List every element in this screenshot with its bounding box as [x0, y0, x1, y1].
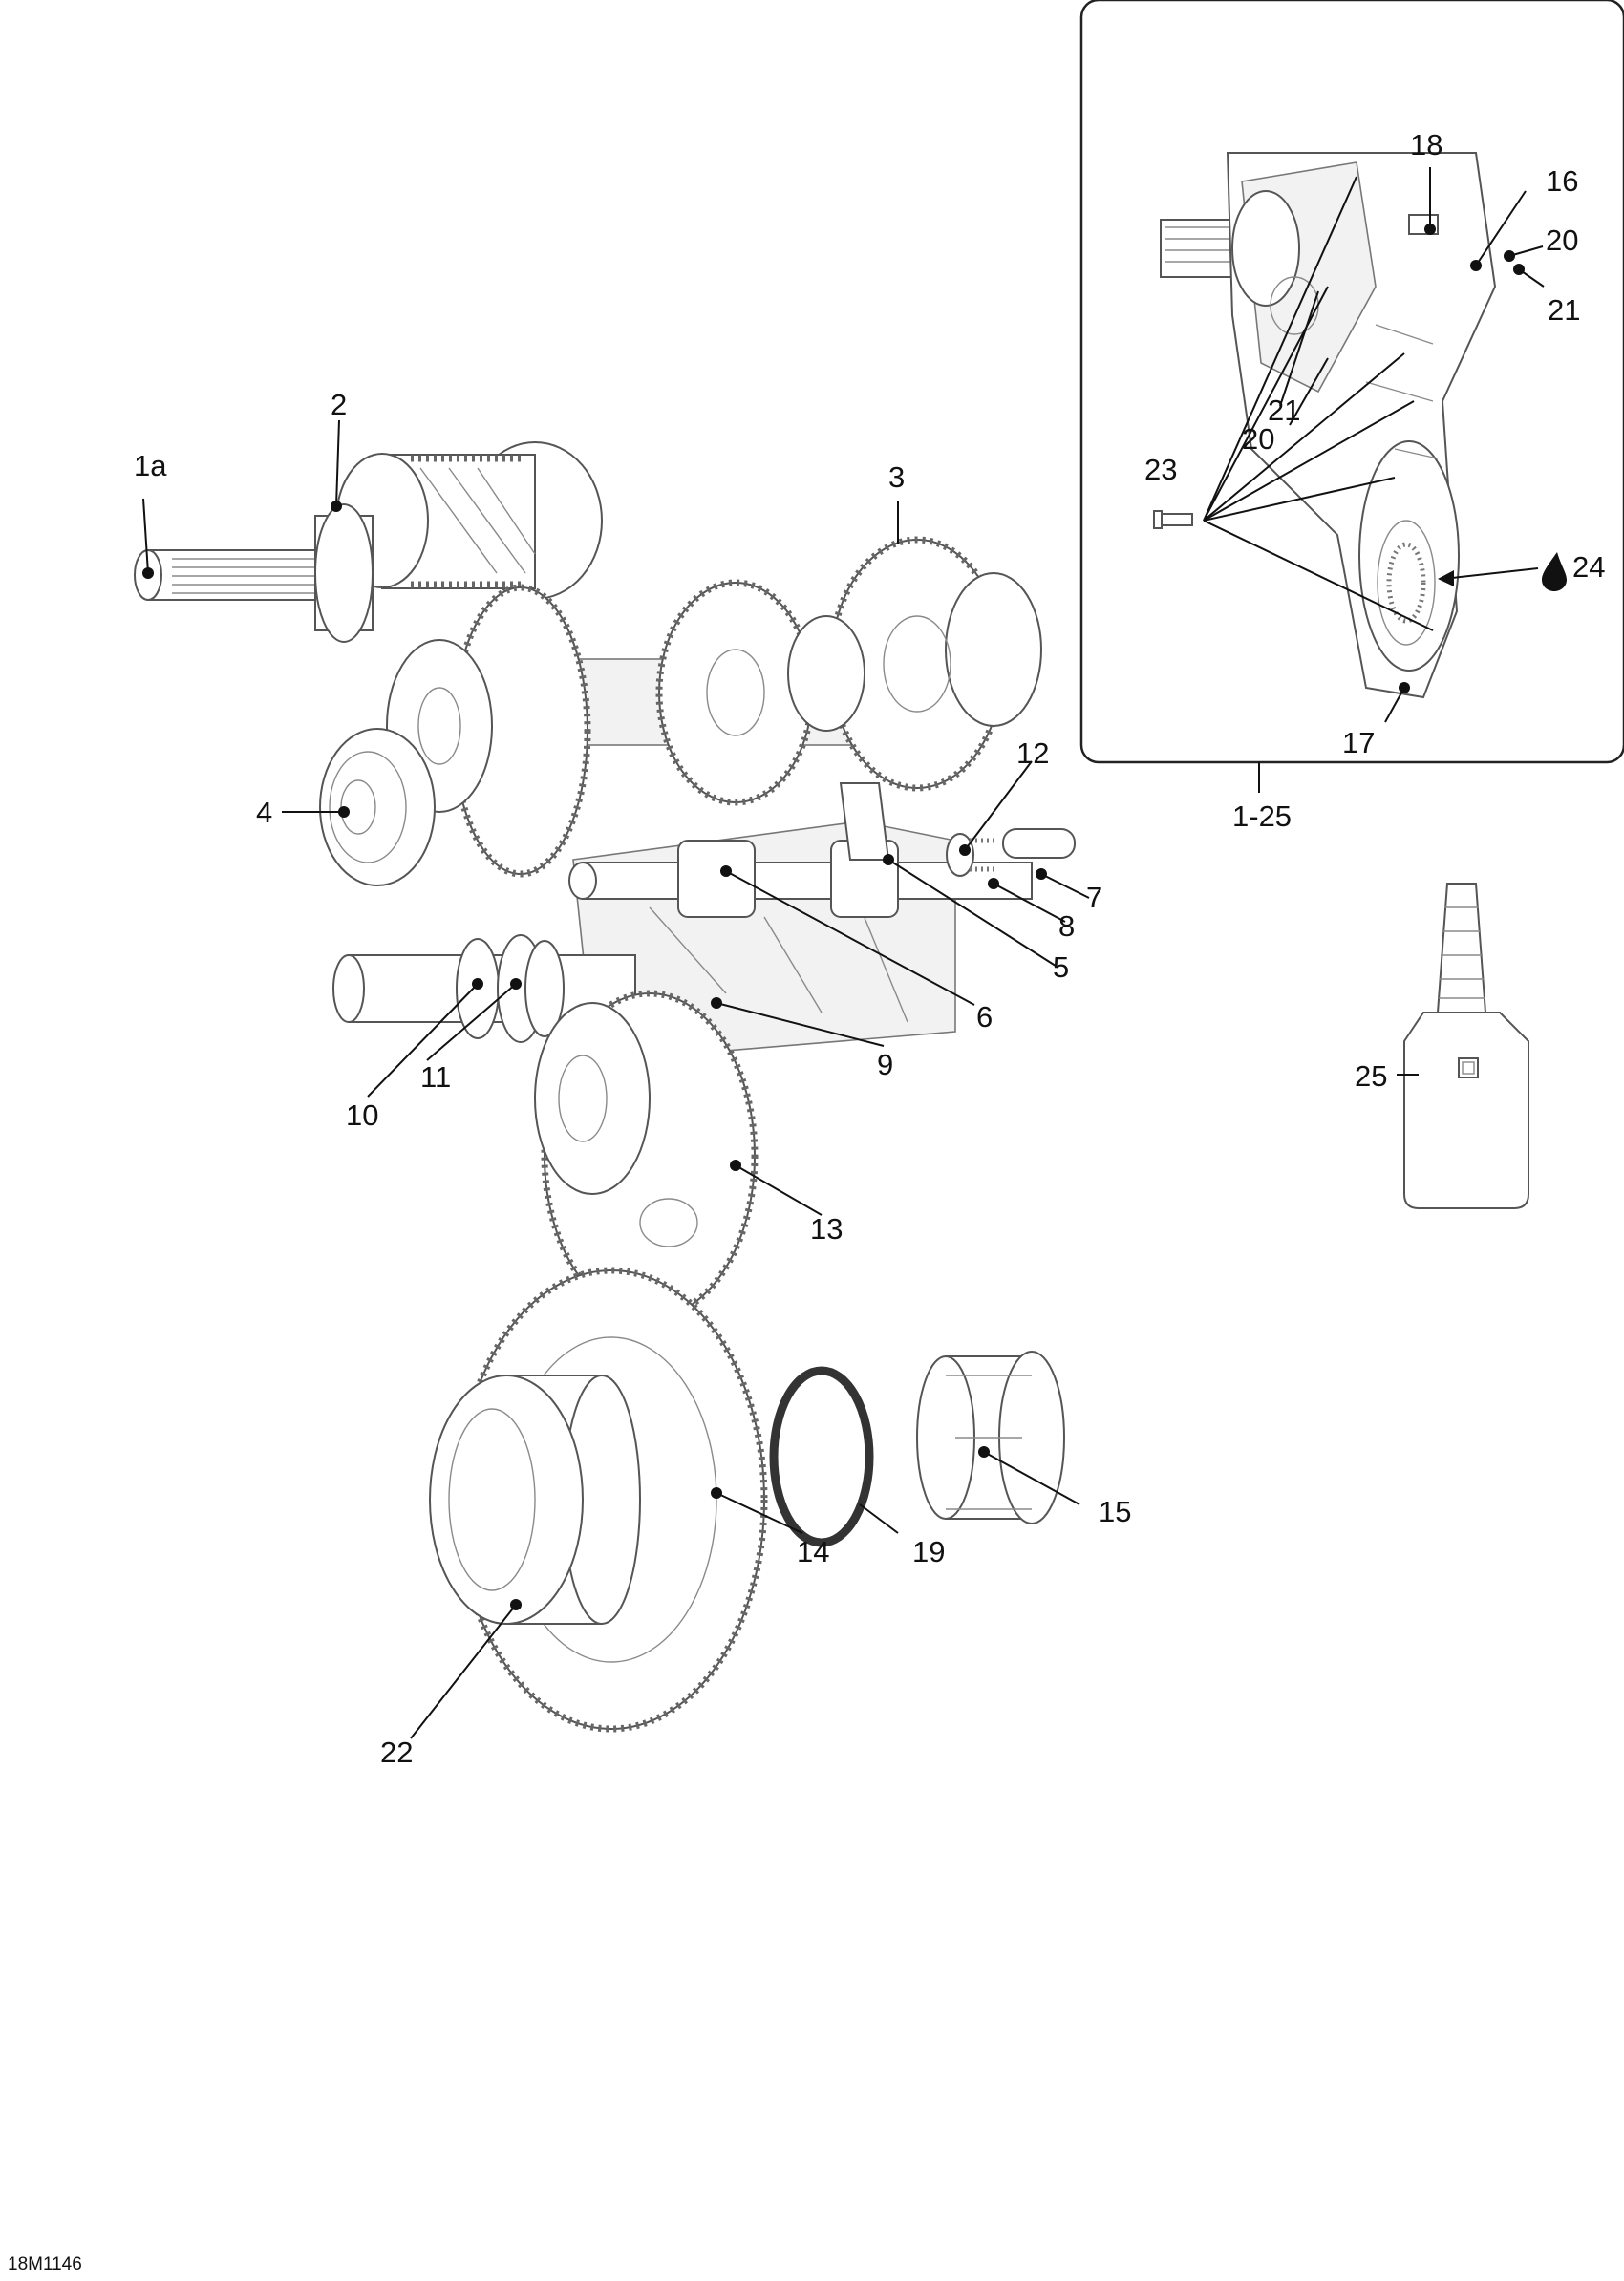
inset-callout-21-right: 21 [1548, 293, 1580, 327]
oil-drop-icon [1542, 552, 1567, 591]
part-19-o-ring [769, 1366, 874, 1547]
main-leader-dots [142, 501, 1047, 1610]
callout-11: 11 [420, 1060, 451, 1094]
callout-6: 6 [976, 1000, 993, 1034]
callout-12: 12 [1016, 736, 1049, 770]
inset-callout-18: 18 [1410, 128, 1442, 161]
drawing-code: 18M1146 [8, 2254, 82, 2274]
part-15-sleeve [916, 1351, 1065, 1524]
main-callout-labels: 1a 2 3 4 5 6 7 8 9 10 11 12 13 14 15 19 … [134, 388, 1131, 1769]
callout-1a: 1a [134, 449, 167, 482]
inset-callout-24: 24 [1572, 550, 1605, 584]
part-22-hub [429, 1375, 641, 1625]
inset-panel: 16 17 18 20 20 21 21 23 24 [1079, 0, 1624, 764]
inset-callout-20-right: 20 [1546, 224, 1578, 257]
callout-8: 8 [1058, 909, 1075, 943]
part-23-bolt [1153, 510, 1193, 529]
part-2-input-gear [335, 441, 603, 600]
callout-4: 4 [256, 796, 272, 829]
part-25-sealant-tube: 25 [1355, 883, 1529, 1209]
part-shift-rail-assembly [568, 782, 1076, 918]
inset-leader-arrowhead [1438, 570, 1454, 586]
part-4-bearing [319, 728, 436, 886]
inset-callout-21-left: 21 [1268, 394, 1300, 427]
callout-25: 25 [1355, 1059, 1387, 1093]
callout-19: 19 [912, 1535, 945, 1568]
callout-14: 14 [797, 1535, 829, 1568]
callout-9: 9 [877, 1048, 893, 1081]
callout-10: 10 [346, 1098, 378, 1132]
inset-leaders [1161, 167, 1545, 723]
main-assembly-drawing [134, 441, 1076, 1733]
callout-13: 13 [810, 1212, 843, 1246]
callout-22: 22 [380, 1736, 413, 1769]
callout-3: 3 [888, 460, 905, 494]
group-label: 1-25 [1232, 762, 1292, 833]
main-leaders [142, 419, 1090, 1739]
inset-callout-23: 23 [1144, 453, 1177, 486]
inset-callout-17: 17 [1342, 726, 1375, 759]
inset-callout-20-left: 20 [1242, 422, 1274, 456]
callout-5: 5 [1053, 950, 1069, 984]
part-1a-splined-shaft [134, 503, 374, 643]
part-13-gear [534, 990, 759, 1322]
inset-leader-dots [1399, 224, 1525, 693]
inset-housing-drawing [1160, 152, 1497, 699]
group-label-1-25: 1-25 [1232, 799, 1292, 833]
inset-callout-16: 16 [1546, 164, 1578, 198]
callout-7: 7 [1086, 881, 1102, 914]
callout-2: 2 [331, 388, 347, 421]
inset-callout-labels: 16 17 18 20 20 21 21 23 24 [1144, 128, 1605, 759]
callout-15: 15 [1099, 1495, 1131, 1528]
part-3-cluster-gears [572, 536, 1042, 806]
